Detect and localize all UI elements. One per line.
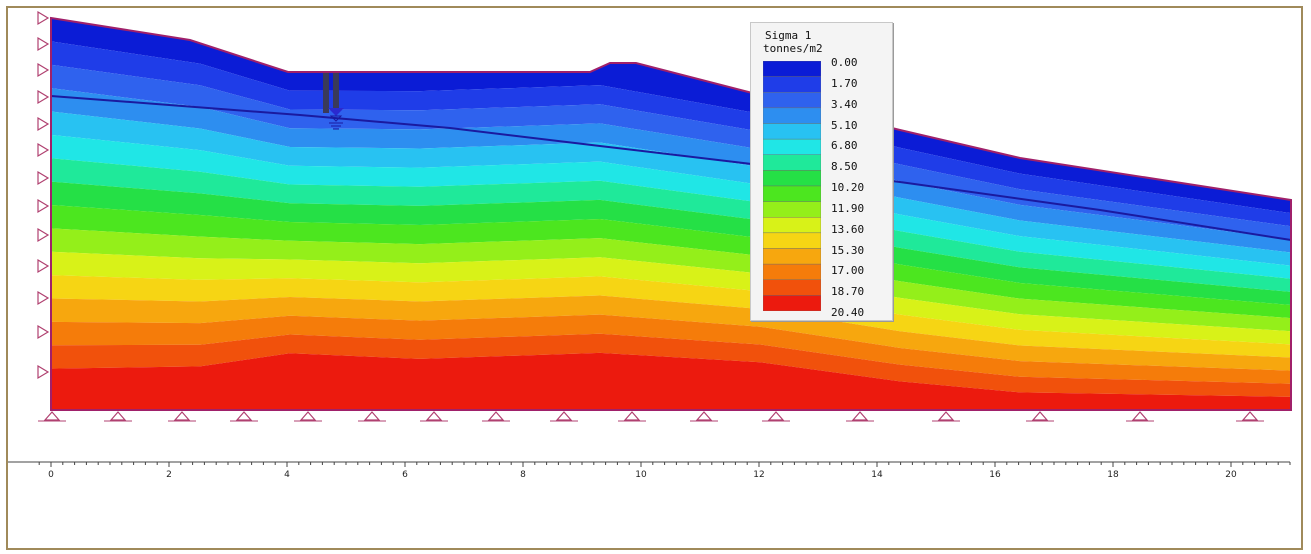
pin-support-icon — [1126, 411, 1154, 422]
legend-swatch — [763, 217, 821, 234]
legend-level-label: 8.50 — [831, 160, 858, 174]
legend-title: Sigma 1 — [765, 29, 812, 42]
bottom-pin-supports — [38, 411, 1264, 422]
water-level-icon — [329, 115, 343, 130]
legend-swatch — [763, 185, 821, 202]
legend-swatch — [763, 295, 821, 311]
legend-level-label: 10.20 — [831, 181, 865, 194]
roller-support-icon — [37, 198, 50, 214]
contour-band — [51, 41, 1291, 227]
pin-support-icon — [618, 411, 646, 422]
left-roller-supports — [37, 10, 50, 380]
contour-band — [51, 134, 1291, 279]
contour-band — [51, 111, 1291, 266]
pin-support-icon — [358, 411, 386, 422]
ruler-tick-label: 20 — [1225, 470, 1237, 480]
legend-swatch — [763, 170, 821, 187]
pin-support-icon — [230, 411, 258, 422]
contour-band — [51, 314, 1291, 384]
legend-swatch — [763, 138, 821, 155]
legend-level-label: 0.00 — [831, 56, 858, 69]
legend-swatch — [763, 76, 821, 93]
pin-support-icon — [762, 411, 790, 422]
ruler-tick-label: 14 — [871, 470, 883, 480]
ruler-tick-label: 6 — [402, 470, 408, 480]
roller-support-icon — [37, 10, 50, 26]
pin-support-icon — [690, 411, 718, 422]
stress-contour-field — [51, 18, 1291, 410]
contour-band — [51, 275, 1291, 358]
pin-support-icon — [1236, 411, 1264, 422]
roller-support-icon — [37, 116, 50, 132]
stress-legend: Sigma 1 tonnes/m2 0.00 1.70 3.40 5.10 6.80 8.… — [750, 22, 893, 321]
ruler-tick-label: 4 — [284, 470, 290, 480]
roller-support-icon — [37, 36, 50, 52]
legend-swatch — [763, 279, 821, 296]
contour-band — [51, 228, 1291, 332]
legend-swatch — [763, 61, 821, 77]
ruler-tick-label: 16 — [989, 470, 1001, 480]
ruler-tick-label: 18 — [1107, 470, 1119, 480]
ruler-tick-label: 8 — [520, 470, 526, 480]
roller-support-icon — [37, 364, 50, 380]
contour-band — [51, 158, 1291, 292]
contour-band — [51, 205, 1291, 319]
legend-level-label: 5.10 — [831, 118, 858, 132]
pin-support-icon — [294, 411, 322, 422]
pin-support-icon — [550, 411, 578, 422]
pin-support-icon — [104, 411, 132, 422]
legend-swatch — [763, 123, 821, 140]
legend-swatch — [763, 201, 821, 218]
legend-level-label: 11.90 — [831, 201, 865, 215]
pin-support-icon — [420, 411, 448, 422]
contour-band — [51, 181, 1291, 305]
legend-unit: tonnes/m2 — [763, 42, 823, 55]
roller-support-icon — [37, 89, 50, 105]
borehole-icon — [323, 73, 344, 116]
pin-support-icon — [168, 411, 196, 422]
legend-level-label: 17.00 — [831, 264, 865, 278]
legend-level-label: 13.60 — [831, 222, 865, 236]
legend-level-label: 1.70 — [831, 76, 858, 90]
roller-support-icon — [37, 170, 50, 186]
contour-band — [51, 352, 1291, 410]
legend-swatch — [763, 263, 821, 280]
legend-level-label: 20.40 — [831, 306, 865, 319]
ruler-tick-label: 10 — [635, 470, 647, 480]
ruler-tick-label: 12 — [753, 470, 764, 480]
ruler-tick-label: 2 — [166, 470, 172, 480]
pin-support-icon — [38, 411, 66, 422]
pin-support-icon — [1026, 411, 1054, 422]
legend-color-bar — [763, 61, 821, 311]
roller-support-icon — [37, 227, 50, 243]
roller-support-icon — [37, 324, 50, 340]
legend-swatch — [763, 248, 821, 265]
legend-level-label: 18.70 — [831, 285, 865, 299]
contour-band — [51, 333, 1291, 397]
contour-band — [51, 295, 1291, 371]
water-table-line — [50, 95, 1292, 241]
legend-swatch — [763, 92, 821, 109]
legend-level-label: 15.30 — [831, 243, 865, 257]
ruler-tick-label: 0 — [48, 470, 54, 480]
pin-support-icon — [846, 411, 874, 422]
contour-band — [51, 64, 1291, 240]
legend-swatch — [763, 154, 821, 171]
horizontal-ruler: 0 2 4 6 8 10 12 14 16 18 20 — [8, 461, 1291, 480]
roller-support-icon — [37, 290, 50, 306]
roller-support-icon — [37, 258, 50, 274]
legend-swatch — [763, 107, 821, 124]
roller-support-icon — [37, 142, 50, 158]
roller-support-icon — [37, 62, 50, 78]
legend-level-label: 6.80 — [831, 139, 858, 153]
contour-band — [51, 88, 1291, 253]
legend-swatch — [763, 232, 821, 249]
legend-level-label: 3.40 — [831, 97, 858, 111]
pin-support-icon — [932, 411, 960, 422]
contour-band — [51, 251, 1291, 345]
pin-support-icon — [482, 411, 510, 422]
